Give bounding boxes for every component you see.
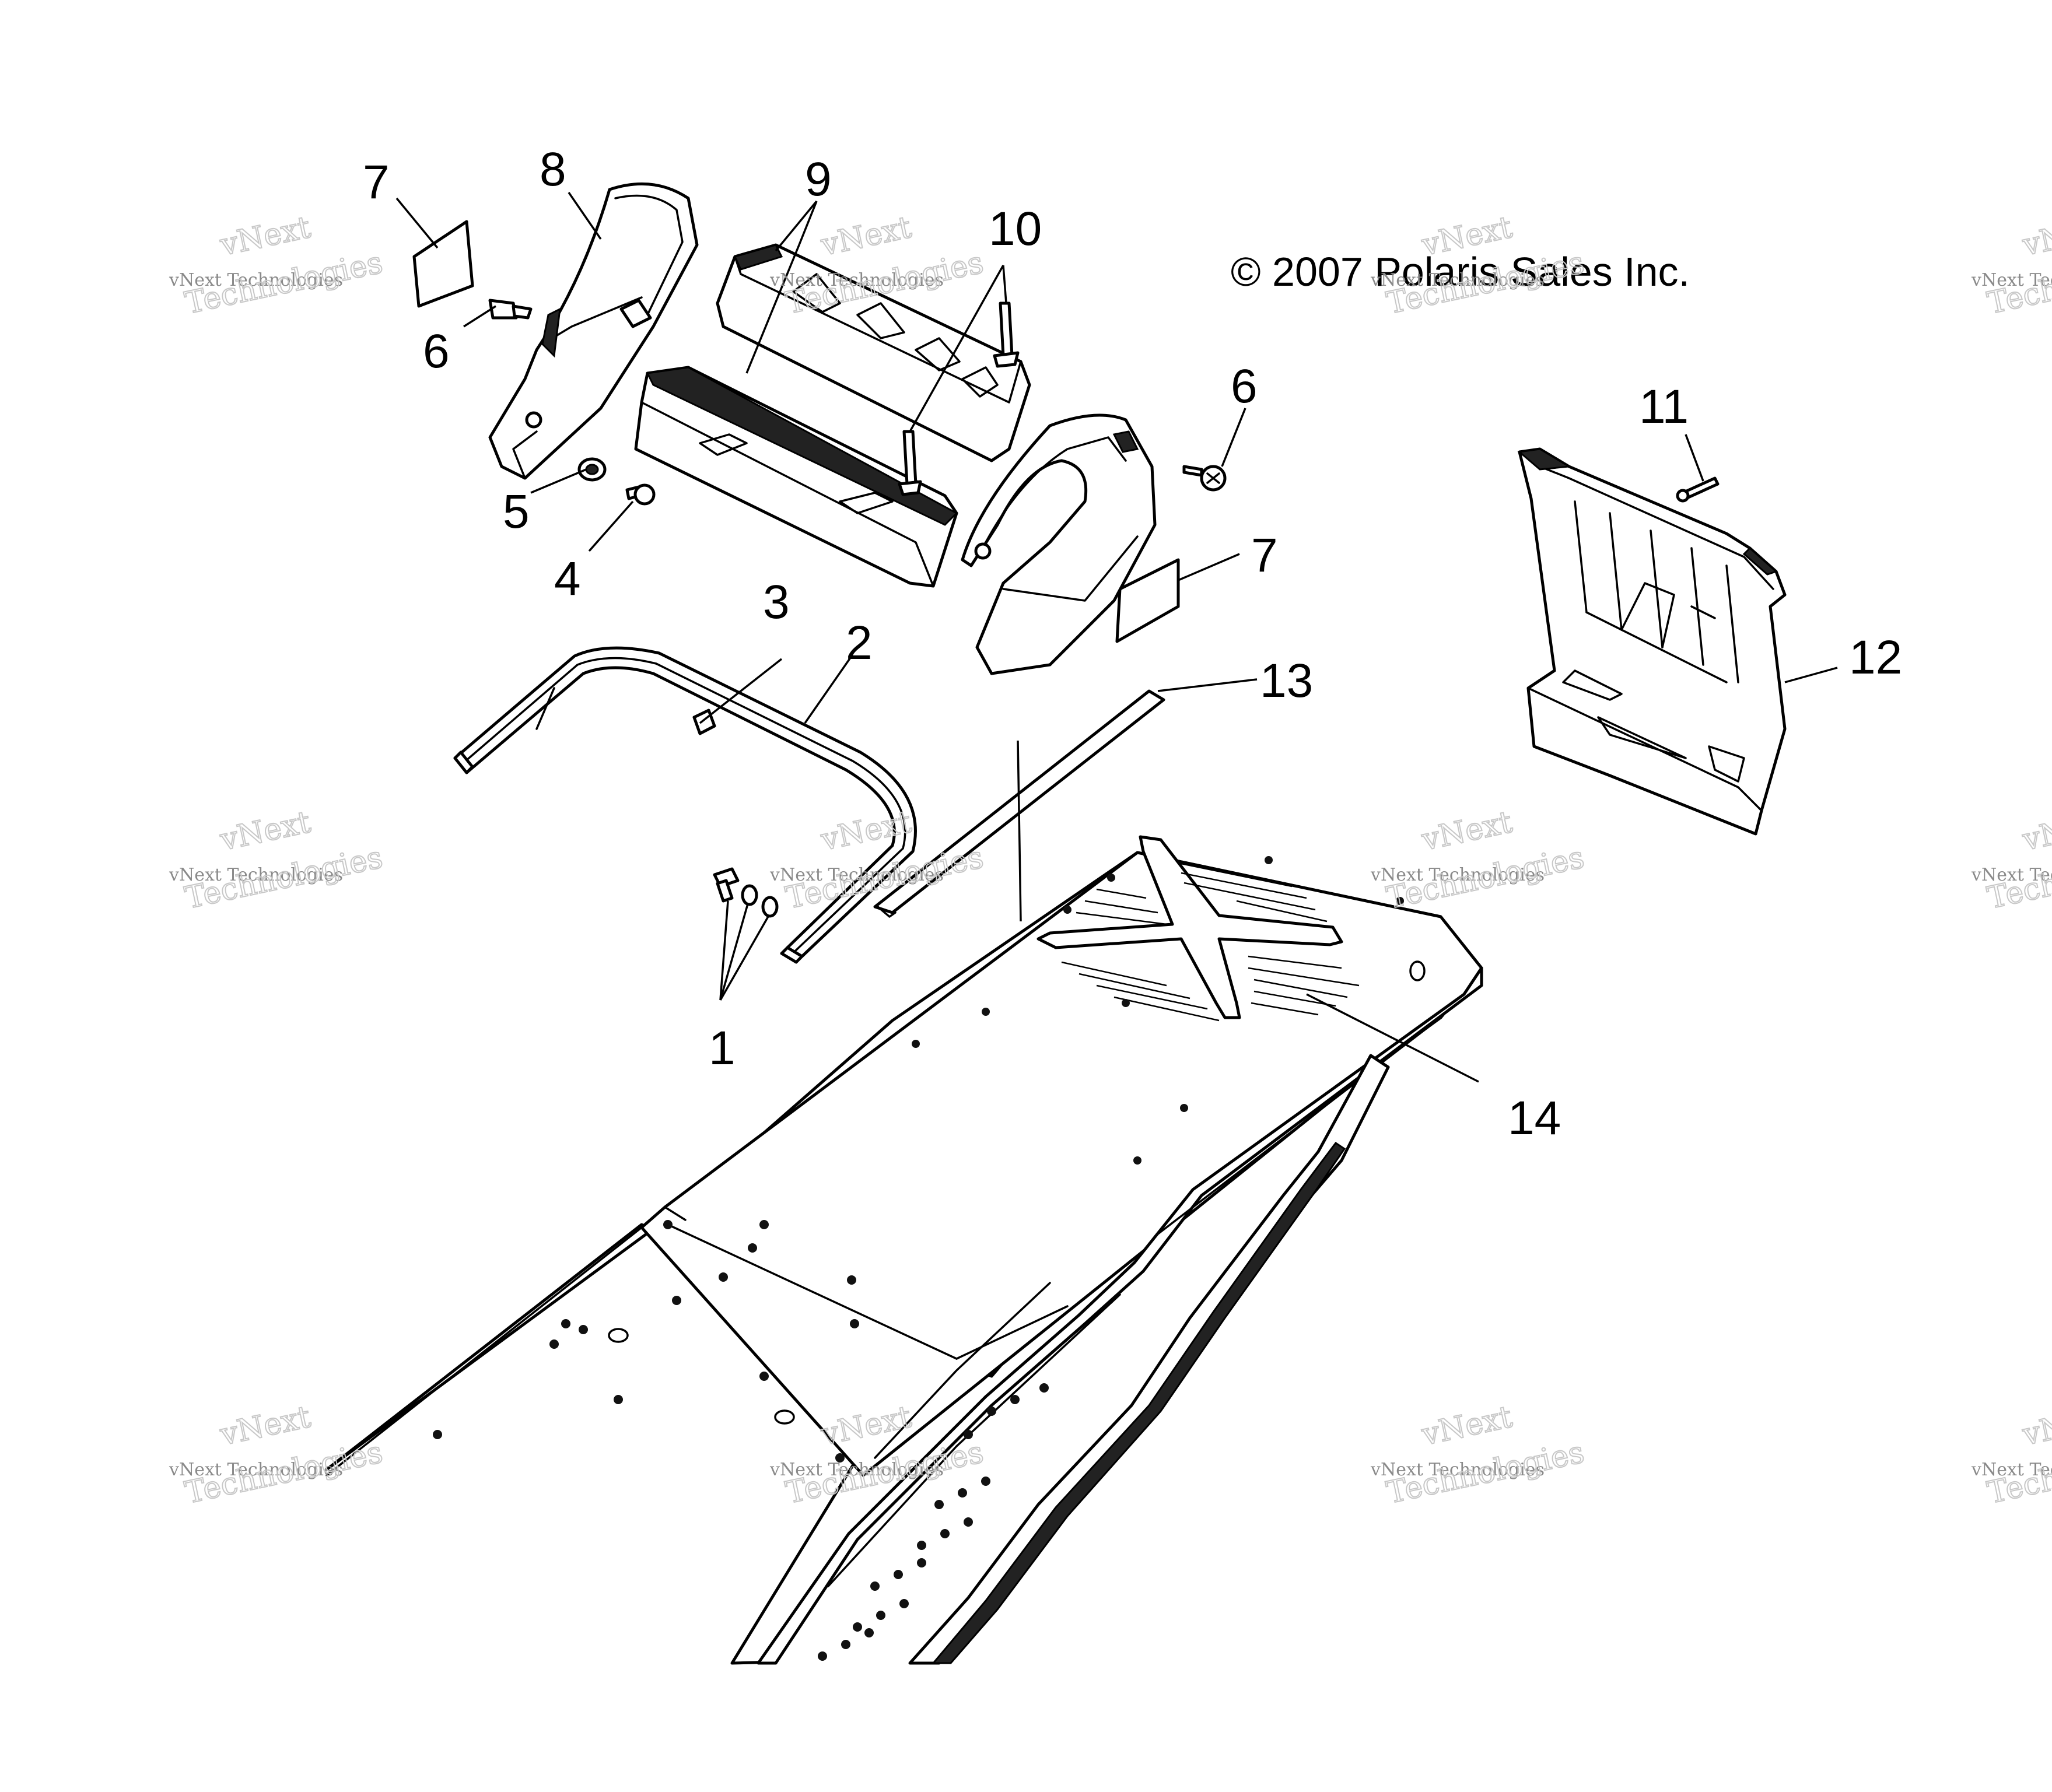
screw-part-6-right: [1182, 465, 1227, 492]
backrest-rails-part-9: [634, 243, 1031, 588]
watermark-text: vNext Technologies: [1370, 1460, 1545, 1480]
watermark-text: vNext Technologies: [1971, 1460, 2052, 1480]
watermark-text: Technologies: [182, 245, 386, 321]
callout-9: 9: [805, 153, 832, 206]
callout-8: 8: [540, 143, 566, 196]
callout-7-left: 7: [363, 156, 390, 209]
watermark-text: vNext Technologies: [1370, 865, 1545, 885]
callout-7-right: 7: [1251, 529, 1278, 582]
watermark-text: vNext: [818, 210, 915, 263]
callout-6-right: 6: [1231, 360, 1258, 413]
callout-1: 1: [709, 1022, 736, 1075]
bolt-part-4: [625, 483, 656, 506]
watermark-text: Technologies: [1384, 1435, 1587, 1510]
rear-grab-bar-part-2: [453, 646, 917, 964]
watermark-text: vNext: [1419, 1400, 1515, 1453]
watermark-text: vNext Technologies: [169, 1460, 343, 1480]
watermark-text: Technologies: [1384, 840, 1587, 916]
callout-labels: 7 8 9 10 6 6 5 4 7 11 3 2 12 13 1 14: [363, 143, 1902, 1145]
tunnel-part-14: [325, 835, 1483, 1665]
watermark-text: vNext: [2019, 805, 2052, 858]
bolt-washers-part-1: [713, 867, 779, 918]
watermark-text: vNext: [217, 1400, 314, 1453]
right-side-handle: [961, 413, 1157, 675]
reflector-part-7-left: [412, 220, 474, 308]
copyright-notice: © 2007 Polaris Sales Inc.: [1231, 249, 1690, 294]
watermark-text: vNext Technologies: [1971, 270, 2052, 290]
watermark-text: vNext Technologies: [769, 270, 944, 290]
callout-6-left: 6: [423, 325, 450, 378]
rivet-part-11: [1676, 476, 1720, 503]
watermark-text: vNext Technologies: [769, 1460, 944, 1480]
callout-11: 11: [1639, 380, 1689, 433]
left-side-handle-part-8: [488, 182, 699, 480]
callout-14: 14: [1508, 1092, 1561, 1145]
watermark-text: vNext: [2019, 210, 2052, 263]
watermark-text: vNext: [217, 805, 314, 858]
watermark-text: vNext: [217, 210, 314, 263]
callout-2: 2: [846, 616, 873, 669]
reflector-part-7-right: [1115, 558, 1180, 643]
watermark-text: vNext Technologies: [769, 865, 944, 885]
screw-part-6-left: [488, 299, 533, 320]
watermark-text: vNext Technologies: [169, 270, 343, 290]
watermark-text: Technologies: [182, 840, 386, 916]
callout-12: 12: [1849, 631, 1902, 684]
washer-part-5: [577, 457, 607, 482]
callout-5: 5: [503, 485, 530, 538]
watermark-text: vNext Technologies: [169, 865, 343, 885]
watermark-text: vNext: [1419, 805, 1515, 858]
snow-flap-part-12: [1517, 447, 1787, 836]
callout-3: 3: [763, 576, 790, 629]
screws-part-10: [898, 301, 1020, 496]
callout-4: 4: [554, 552, 581, 605]
watermark-text: vNext: [2019, 1400, 2052, 1453]
watermark-text: Technologies: [182, 1435, 386, 1510]
leader-lines: [395, 192, 1838, 1083]
callout-13: 13: [1260, 654, 1313, 707]
watermark-text: vNext Technologies: [1370, 270, 1545, 290]
watermark-text: vNext Technologies: [1971, 865, 2052, 885]
callout-10: 10: [989, 202, 1042, 255]
